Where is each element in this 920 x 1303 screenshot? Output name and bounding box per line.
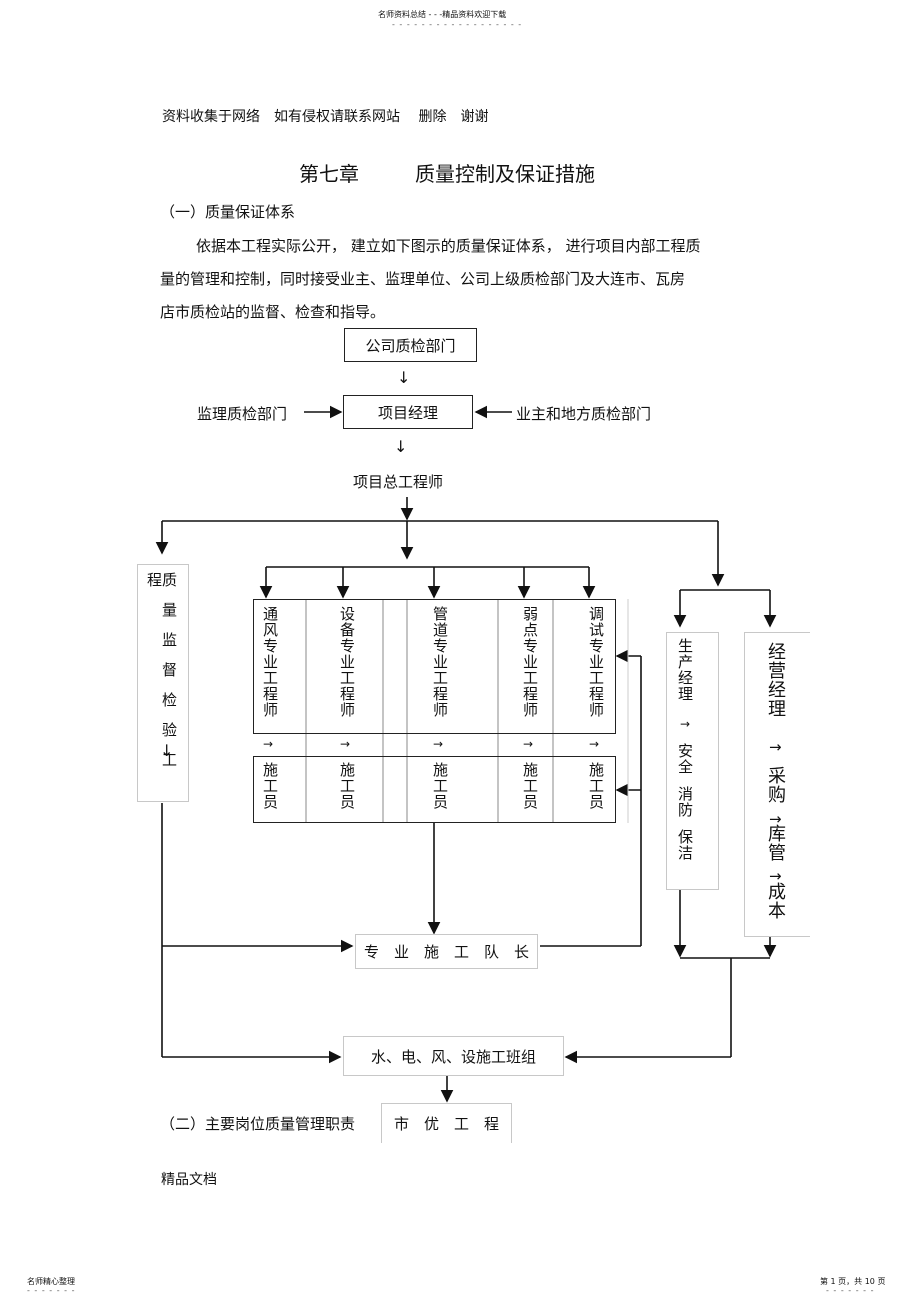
arrow-glyph: → xyxy=(340,737,351,751)
construction-crew-box: 水、电、风、设施工班组 xyxy=(343,1036,564,1076)
engineer-commissioning: 调试专业工程师 xyxy=(587,606,605,718)
copyright-notice: 资料收集于网络 如有侵权请联系网站 删除 谢谢 xyxy=(162,109,489,125)
paragraph-line: 店市质检站的监督、检查和指导。 xyxy=(160,303,386,321)
footer-left: 名师精心整理 xyxy=(27,1277,75,1286)
cleaning-label: 保洁 xyxy=(676,829,694,861)
construction-crew-label: 水、电、风、设施工班组 xyxy=(370,1047,536,1066)
page-header: 名师资料总结 - - -精品资料欢迎下载 xyxy=(378,10,507,19)
safety-label: 安全 xyxy=(676,743,694,775)
owner-qc-label: 业主和地方质检部门 xyxy=(516,405,652,423)
down-arrow: ↓ xyxy=(160,741,174,760)
production-manager-label: 生产经理 xyxy=(676,638,694,702)
footer-dots: - - - - - - - xyxy=(826,1286,875,1295)
excellence-box: 市 优 工 程 xyxy=(381,1103,512,1143)
project-manager-box: 项目经理 xyxy=(343,395,473,429)
chapter-number: 第七章 xyxy=(299,162,359,186)
worker-label: 施工员 xyxy=(587,762,605,810)
worker-label: 施工员 xyxy=(338,762,356,810)
company-qc-label: 公司质检部门 xyxy=(365,336,456,355)
business-manager-label: 经营经理 xyxy=(765,642,786,718)
arrow-glyph: → xyxy=(263,737,274,751)
chapter-title: 质量控制及保证措施 xyxy=(415,162,595,186)
workers-box xyxy=(253,756,616,823)
footer-dots: - - - - - - - xyxy=(27,1286,76,1295)
engineer-weak-current: 弱点专业工程师 xyxy=(521,606,539,718)
supervisor-qc-label: 监理质检部门 xyxy=(197,405,288,423)
worker-label: 施工员 xyxy=(431,762,449,810)
paragraph-line: 量的管理和控制，同时接受业主、监理单位、公司上级质检部门及大连市、瓦房 xyxy=(160,270,686,288)
arrow-glyph: → xyxy=(769,867,782,885)
qc-inspection-box xyxy=(137,564,189,802)
down-arrow: ↓ xyxy=(394,437,408,456)
doc-label: 精品文档 xyxy=(161,1172,217,1188)
engineers-box xyxy=(253,599,616,734)
section-heading-1: （一）质量保证体系 xyxy=(160,203,296,221)
paragraph-line: 依据本工程实际公开， 建立如下图示的质量保证体系， 进行项目内部工程质 xyxy=(196,237,701,255)
arrow-glyph: → xyxy=(769,810,782,828)
company-qc-box: 公司质检部门 xyxy=(344,328,477,362)
worker-label: 施工员 xyxy=(261,762,279,810)
arrow-glyph: → xyxy=(523,737,534,751)
qc-inspection-label: 质量监督检验工程 xyxy=(145,572,178,782)
engineer-piping: 管道专业工程师 xyxy=(431,606,449,718)
fire-label: 消防 xyxy=(676,786,694,818)
worker-label: 施工员 xyxy=(521,762,539,810)
engineer-equipment: 设备专业工程师 xyxy=(338,606,356,718)
down-arrow: ↓ xyxy=(397,368,411,387)
project-manager-label: 项目经理 xyxy=(377,403,438,422)
arrow-glyph: → xyxy=(589,737,600,751)
arrow-glyph: → xyxy=(769,738,782,756)
engineer-ventilation: 通风专业工程师 xyxy=(261,606,279,718)
procurement-label: 采购 xyxy=(765,766,786,804)
header-dots: - - - - - - - - - - - - - - - - - - xyxy=(392,20,523,29)
excellence-label: 市 优 工 程 xyxy=(393,1115,499,1133)
team-leader-box: 专 业 施 工 队 长 xyxy=(355,934,538,969)
team-leader-label: 专 业 施 工 队 长 xyxy=(363,943,529,961)
page-number: 第 1 页，共 10 页 xyxy=(820,1277,886,1286)
production-manager-box xyxy=(666,632,719,890)
cost-label: 成本 xyxy=(765,882,786,920)
chief-engineer-label: 项目总工程师 xyxy=(353,473,444,491)
section-heading-2: （二）主要岗位质量管理职责 xyxy=(160,1115,356,1133)
arrow-glyph: → xyxy=(680,717,691,731)
arrow-glyph: → xyxy=(433,737,444,751)
business-manager-box xyxy=(744,632,810,937)
warehouse-label: 库管 xyxy=(765,824,786,862)
